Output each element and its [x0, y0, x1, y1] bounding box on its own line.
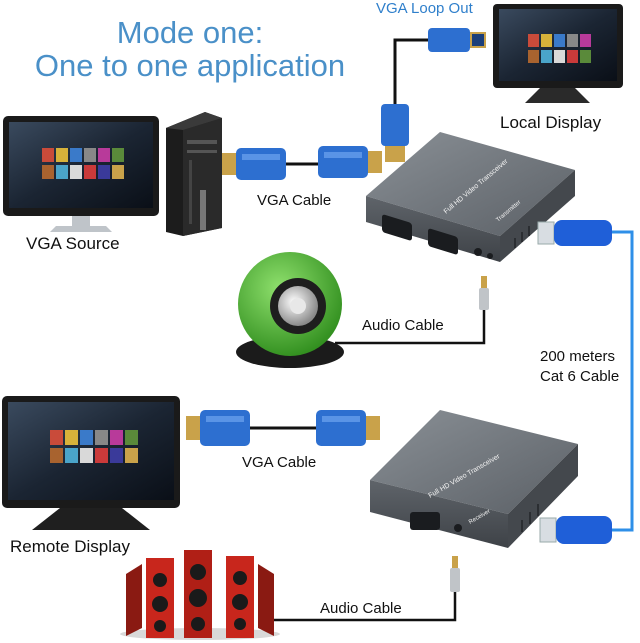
title-line-1: Mode one: [116, 15, 264, 50]
vga-connector-top-left [222, 148, 286, 180]
remote-display-label: Remote Display [10, 537, 130, 556]
audio-cable-bottom [270, 590, 457, 622]
cat6-cable [612, 230, 634, 532]
loop-out-vga-connector [428, 28, 486, 52]
cable-type-label: Cat 6 Cable [540, 368, 620, 385]
transmitter-box [366, 132, 575, 262]
vga-loop-out-label: VGA Loop Out [376, 0, 473, 17]
vga-cable-top-label: VGA Cable [257, 192, 332, 209]
dell-pc-tower [166, 112, 222, 236]
audio-cable-top [335, 310, 486, 345]
rj45-connector-bottom [539, 516, 612, 544]
vga-connector-bottom-right [316, 410, 380, 446]
remote-display-monitor [2, 396, 180, 530]
vga-cable-bottom-label: VGA Cable [242, 454, 317, 471]
audio-jack-top [479, 276, 489, 310]
rj45-connector-top [537, 220, 612, 246]
audio-cable-top-label: Audio Cable [362, 317, 444, 334]
red-speaker-set [120, 550, 280, 640]
vga-source-label: VGA Source [26, 234, 120, 253]
local-display-label: Local Display [500, 113, 602, 132]
audio-cable-bottom-label: Audio Cable [320, 600, 402, 617]
distance-label: 200 meters [540, 348, 616, 365]
green-speaker [236, 252, 344, 368]
vga-connector-bottom-left [186, 410, 250, 446]
local-display-monitor [493, 4, 623, 103]
transmitter-loop-vga-connector [381, 104, 409, 162]
vga-source-monitor [3, 116, 159, 232]
audio-jack-bottom [450, 556, 460, 592]
title-line-2: One to one application [34, 48, 346, 83]
loop-out-cable [393, 38, 428, 110]
vga-connector-top-right [318, 146, 382, 178]
receiver-box [370, 410, 578, 548]
